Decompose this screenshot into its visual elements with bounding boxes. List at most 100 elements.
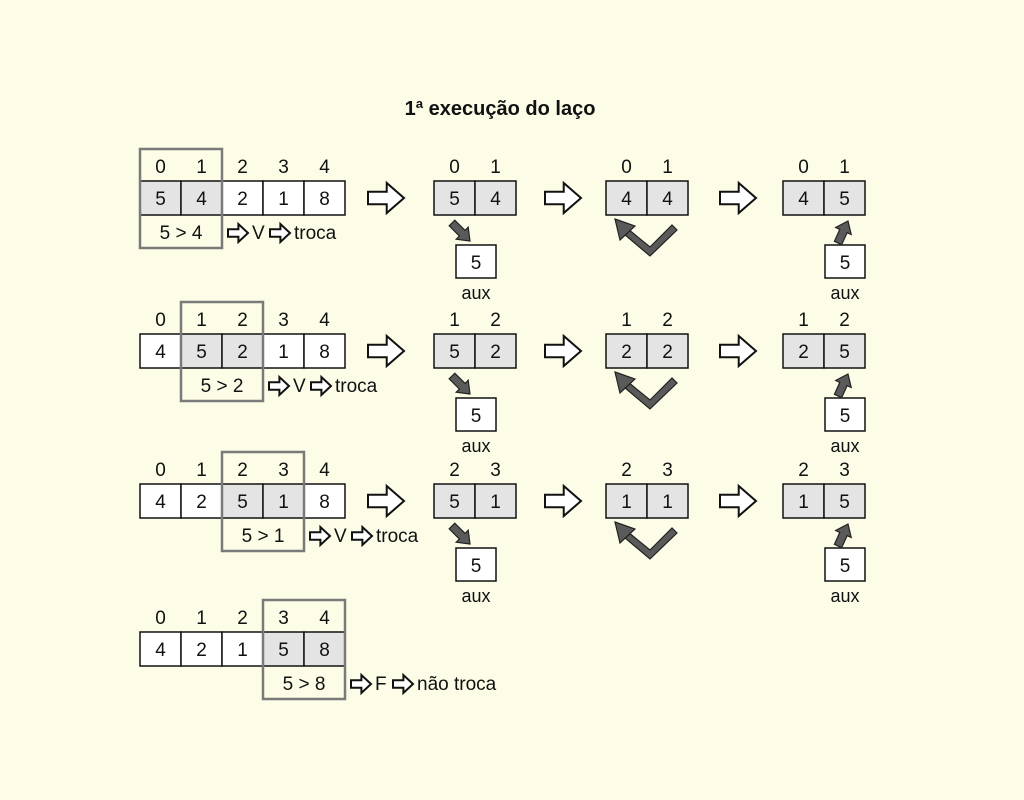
aux-box (455, 547, 497, 582)
index-label: 1 (196, 310, 207, 331)
step-value: 1 (490, 492, 501, 513)
array-value: 5 (196, 342, 207, 363)
step-cell (433, 483, 476, 519)
step-arrow-icon (367, 333, 406, 369)
action-text: troca (376, 526, 419, 547)
step-index-label: 3 (662, 460, 673, 481)
small-arrow-icon (227, 221, 250, 245)
comparison-text: 5 > 4 (160, 223, 203, 244)
step-value: 1 (662, 492, 673, 513)
step-index-label: 3 (839, 460, 850, 481)
small-arrow-icon (392, 672, 415, 696)
from-aux-arrow-icon (833, 373, 853, 399)
step-index-label: 1 (839, 157, 850, 178)
small-arrow-icon (351, 524, 374, 548)
index-label: 2 (237, 608, 248, 629)
step-cell (605, 333, 648, 369)
array-cell (139, 180, 182, 216)
title-ordinal: 1ª (404, 98, 424, 120)
aux-value: 5 (840, 556, 851, 577)
aux-label: aux (461, 436, 490, 456)
swap-arrow-head (614, 371, 637, 395)
step-value: 1 (798, 492, 809, 513)
small-arrow-icon (309, 524, 332, 548)
step-arrow-icon (719, 180, 758, 216)
result-mark: V (293, 376, 306, 397)
step-value: 4 (490, 189, 501, 210)
array-value: 2 (196, 640, 207, 661)
array-cell (303, 631, 346, 667)
result-mark: F (375, 674, 387, 695)
action-text: troca (335, 376, 378, 397)
aux-label: aux (830, 586, 859, 606)
step-index-label: 2 (839, 310, 850, 331)
array-cell (139, 483, 182, 519)
array-value: 1 (278, 189, 289, 210)
index-label: 3 (278, 460, 289, 481)
array-value: 5 (278, 640, 289, 661)
step-value: 2 (662, 342, 673, 363)
to-aux-arrow-icon (448, 522, 471, 545)
to-aux-arrow-icon (448, 219, 471, 242)
aux-value: 5 (471, 406, 482, 427)
diagram-title: 1ª execução do laço (0, 98, 1000, 121)
index-label: 1 (196, 157, 207, 178)
step-value: 5 (449, 492, 460, 513)
step-value: 5 (839, 342, 850, 363)
small-arrow-icon (268, 374, 291, 398)
step-arrow-icon (367, 180, 406, 216)
index-label: 2 (237, 460, 248, 481)
step-value: 2 (798, 342, 809, 363)
array-cell (221, 180, 264, 216)
index-label: 0 (155, 608, 166, 629)
swap-arrow-head (614, 521, 637, 545)
array-cell (139, 631, 182, 667)
step-cell (823, 180, 866, 216)
aux-box (455, 244, 497, 279)
step-cell (782, 333, 825, 369)
step-index-label: 0 (798, 157, 809, 178)
aux-label: aux (830, 436, 859, 456)
step-arrow-icon (544, 180, 583, 216)
aux-value: 5 (840, 253, 851, 274)
step-arrow-icon (367, 483, 406, 519)
step-cell (646, 483, 689, 519)
step-value: 1 (621, 492, 632, 513)
step-cell (474, 483, 517, 519)
array-value: 2 (196, 492, 207, 513)
array-cell (262, 333, 305, 369)
comparison-frame (179, 300, 265, 403)
swap-arrow-icon (614, 371, 678, 410)
array-cell (221, 333, 264, 369)
index-label: 2 (237, 157, 248, 178)
aux-label: aux (461, 283, 490, 303)
step-index-label: 1 (449, 310, 460, 331)
array-value: 1 (278, 492, 289, 513)
array-value: 1 (278, 342, 289, 363)
step-index-label: 1 (662, 157, 673, 178)
step-cell (823, 483, 866, 519)
array-value: 8 (319, 342, 330, 363)
step-cell (646, 180, 689, 216)
aux-value: 5 (471, 556, 482, 577)
small-arrow-icon (350, 672, 373, 696)
array-value: 5 (155, 189, 166, 210)
array-value: 8 (319, 189, 330, 210)
comparison-frame (261, 598, 347, 701)
array-cell (180, 483, 223, 519)
from-aux-arrow-icon (833, 523, 853, 549)
aux-box (824, 397, 866, 432)
aux-box (824, 547, 866, 582)
comparison-text: 5 > 1 (242, 526, 285, 547)
index-label: 3 (278, 310, 289, 331)
step-index-label: 1 (621, 310, 632, 331)
aux-value: 5 (840, 406, 851, 427)
step-cell (646, 333, 689, 369)
small-arrow-icon (269, 221, 292, 245)
aux-value: 5 (471, 253, 482, 274)
step-value: 5 (839, 492, 850, 513)
action-text: não troca (417, 674, 497, 695)
index-label: 4 (319, 608, 330, 629)
small-arrow-icon (310, 374, 333, 398)
